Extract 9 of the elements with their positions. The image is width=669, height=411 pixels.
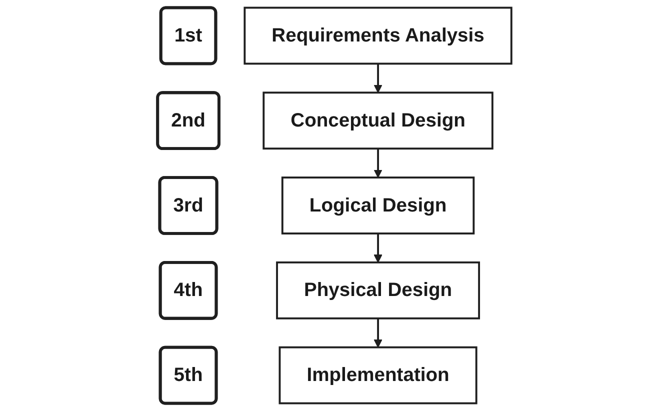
arrow xyxy=(374,64,382,93)
node-box: Conceptual Design xyxy=(262,92,494,150)
arrow xyxy=(374,318,382,348)
node-box: Logical Design xyxy=(281,176,475,234)
node-box: Implementation xyxy=(278,346,478,404)
arrow xyxy=(374,233,382,263)
node-box: Requirements Analysis xyxy=(244,6,512,65)
arrow xyxy=(374,148,382,178)
node-box: Physical Design xyxy=(276,261,480,320)
